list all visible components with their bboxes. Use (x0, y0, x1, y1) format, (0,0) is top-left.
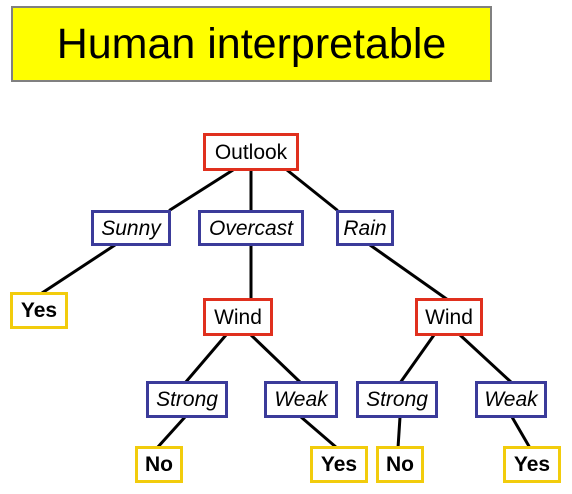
edge-sunny-yes (40, 243, 117, 295)
node-wind-left: Wind (203, 298, 273, 336)
leaf-sunny-yes: Yes (10, 292, 68, 329)
leaf-left-weak-yes: Yes (310, 446, 368, 483)
node-overcast: Overcast (198, 210, 304, 246)
node-wind-left-weak: Weak (264, 381, 338, 418)
leaf-right-weak-yes: Yes (503, 446, 561, 483)
edge-wind-right-strong (398, 333, 436, 385)
page-title: Human interpretable (56, 19, 447, 68)
node-wind-right: Wind (415, 298, 483, 336)
title-banner: Human interpretable (11, 6, 492, 82)
edge-rain-wind (368, 243, 450, 302)
edge-strong-left-no (155, 415, 187, 450)
edge-strong-right-no (396, 415, 402, 450)
node-sunny: Sunny (91, 210, 171, 246)
node-wind-right-weak: Weak (475, 381, 547, 418)
edge-wind-left-strong (183, 333, 228, 385)
leaf-right-strong-no: No (376, 446, 424, 483)
edge-outlook-rain (285, 168, 339, 212)
edge-wind-right-weak (458, 333, 514, 385)
node-wind-right-strong: Strong (356, 381, 438, 418)
edge-wind-left-weak (249, 333, 303, 385)
leaf-left-strong-no: No (135, 446, 183, 483)
edge-weak-right-yes (510, 415, 532, 450)
edge-weak-left-yes (299, 415, 339, 450)
edge-outlook-sunny (168, 168, 235, 212)
node-outlook: Outlook (203, 133, 299, 171)
node-rain: Rain (336, 210, 394, 246)
node-wind-left-strong: Strong (146, 381, 228, 418)
